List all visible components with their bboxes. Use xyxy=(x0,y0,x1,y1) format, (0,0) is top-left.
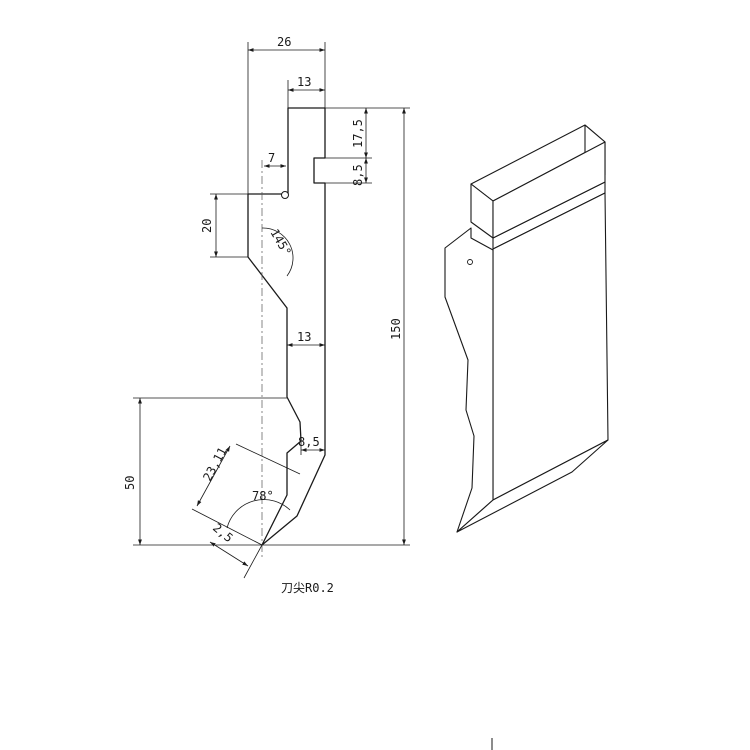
tip-bevel-face xyxy=(456,439,609,533)
dim-shoulder-height: 20 xyxy=(200,219,214,233)
dim-neck-width: 13 xyxy=(297,330,311,344)
dim-tip-offset: 2,5 xyxy=(210,521,236,546)
groove-top-face xyxy=(492,141,606,239)
isometric-view xyxy=(444,124,609,533)
dim-slot-height: 8,5 xyxy=(351,164,365,186)
body-left-face xyxy=(444,227,494,533)
dim-top-width: 13 xyxy=(297,75,311,89)
dim-tip-length: 23,11 xyxy=(200,445,229,483)
dim-tip-height: 50 xyxy=(123,476,137,490)
profile-view xyxy=(247,107,326,560)
tip-radius-note: 刀尖R0.2 xyxy=(281,581,334,595)
dim-tip-angle: 78° xyxy=(252,489,274,503)
iso-relief-notch xyxy=(467,259,473,265)
dim-shoulder-offset: 7 xyxy=(268,151,275,165)
dim-total-width: 26 xyxy=(277,35,291,49)
relief-notch xyxy=(281,191,289,199)
dim-tip-width: 8,5 xyxy=(298,435,320,449)
dim-top-height: 17,5 xyxy=(351,119,365,148)
punch-profile-outline xyxy=(247,107,326,546)
dim-total-height: 150 xyxy=(389,318,403,340)
dimension-lines: 26 13 17,5 8,5 7 20 145° 13 8,5 xyxy=(123,35,410,579)
